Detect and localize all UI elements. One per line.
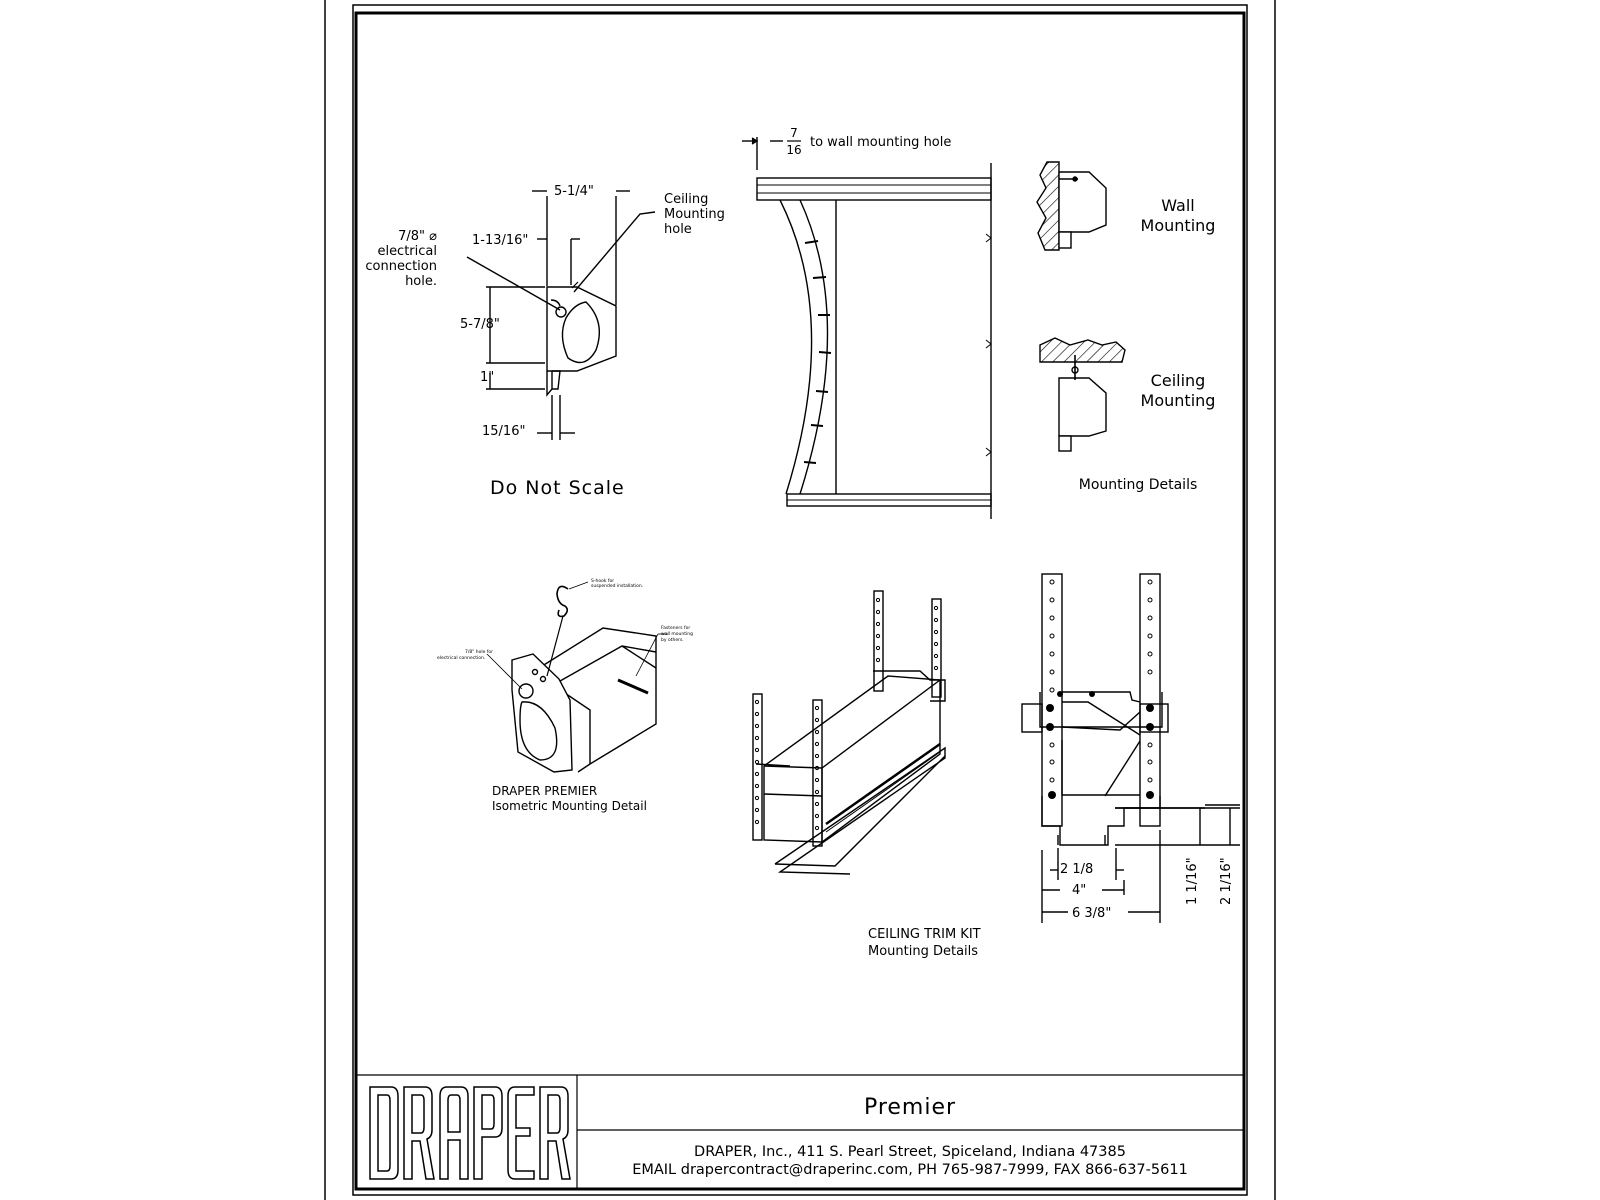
s-hook-note-2: suspended installation. [591,583,643,589]
dim-2-1-8: 2 1/8 [1060,862,1093,877]
trim-elevation-text: 2 1/8 4" 6 3/8" 1 1/16" 2 1/16" [1060,857,1234,921]
do-not-scale-note: Do Not Scale [490,477,625,499]
dim-15-16: 15/16" [482,424,525,439]
dim-2-1-16: 2 1/16" [1219,857,1234,905]
trim-kit-holes [754,597,939,831]
end-bracket-text: 5-1/4" 1-13/16" 5-7/8" 1" 15/16" 7/8" ⌀ … [365,184,725,499]
company-address: DRAPER, Inc., 411 S. Pearl Street, Spice… [694,1144,1126,1160]
screen-elevation-text: 7 16 to wall mounting hole [786,126,951,157]
hole-note-2: electrical connection. [437,655,485,661]
trim-elevation-bolts [1046,691,1154,799]
wall-mounting-detail [1036,161,1107,251]
fraction-numerator: 7 [790,126,798,140]
end-bracket-detail [466,190,656,440]
wall-mounting-label-2: Mounting [1141,216,1216,235]
s-hook-note-1: S-hook for [591,578,614,584]
draper-logo [369,1086,571,1180]
ceiling-mounting-detail [1039,337,1126,452]
trim-kit-caption-1: CEILING TRIM KIT [868,927,981,942]
dim-4: 4" [1072,883,1086,898]
isometric-detail [486,581,668,773]
ceiling-hole-label-2: Mounting [664,207,725,222]
dim-1: 1" [480,370,494,385]
company-contact: EMAIL drapercontract@draperinc.com, PH 7… [632,1162,1188,1178]
wall-hole-label: to wall mounting hole [810,135,951,150]
ceiling-mounting-label-2: Mounting [1141,391,1216,410]
ceiling-hole-label-1: Ceiling [664,192,708,207]
wall-mounting-label-1: Wall [1161,196,1195,215]
trim-kit-caption-2: Mounting Details [868,944,978,959]
title-block [356,1074,1244,1189]
isometric-caption-2: Isometric Mounting Detail [492,799,647,813]
fastener-note-3: by others. [661,637,684,643]
trim-elevation-holes [1049,579,1153,783]
dim-1-13-16: 1-13/16" [472,233,528,248]
isometric-caption-1: DRAPER PREMIER [492,784,597,798]
isometric-text: S-hook for suspended installation. 7/8" … [437,578,693,813]
mounting-details-caption: Mounting Details [1079,477,1198,493]
dim-1-1-16: 1 1/16" [1185,857,1200,905]
mounting-details-text: Wall Mounting Ceiling Mounting Mounting … [1079,196,1216,493]
fastener-note-1: Fasteners for [661,625,690,631]
dim-5-1-4: 5-1/4" [554,184,594,199]
hole-note-1: 7/8" hole for [465,649,493,655]
dim-6-3-8: 6 3/8" [1072,906,1111,921]
trim-kit-isometric [752,590,946,875]
title-block-text: Premier DRAPER, Inc., 411 S. Pearl Stree… [632,1095,1188,1178]
electrical-hole-label-1: 7/8" ⌀ [398,229,437,244]
fraction-denominator: 16 [786,143,801,157]
product-title: Premier [864,1095,956,1120]
ceiling-mounting-label-1: Ceiling [1151,371,1206,390]
drawing-border [352,4,1248,1196]
trim-kit-text: CEILING TRIM KIT Mounting Details [868,927,981,959]
electrical-hole-label-4: hole. [405,274,437,289]
trim-kit-elevation [1021,573,1240,923]
dim-5-7-8: 5-7/8" [460,317,500,332]
electrical-hole-label-2: electrical [377,244,437,259]
electrical-hole-label-3: connection [365,259,437,274]
fastener-note-2: wall mounting [661,631,693,637]
ceiling-hole-label-3: hole [664,222,692,237]
screen-elevation [742,137,992,519]
